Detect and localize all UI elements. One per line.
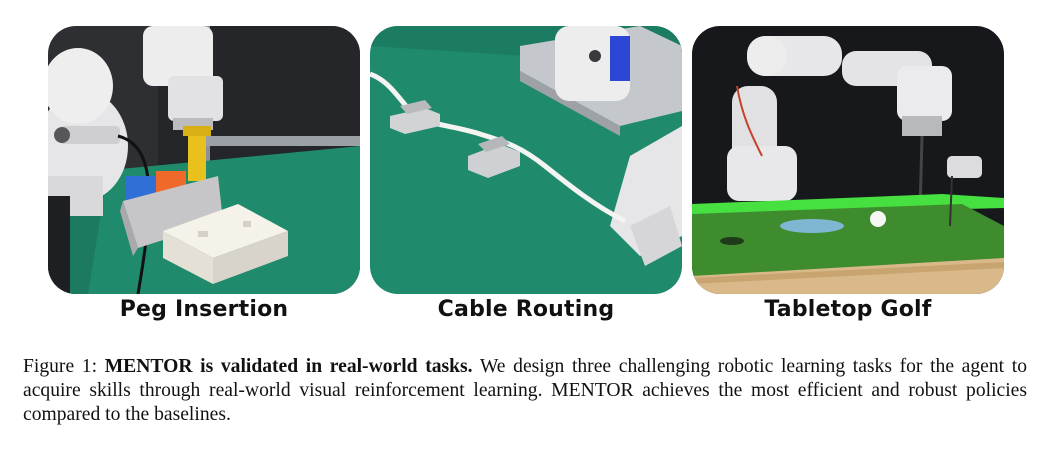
peg-insertion-scene [48, 26, 360, 294]
figure-images: Peg Insertion Cable Routing Tabletop Gol… [48, 26, 1004, 322]
panel-label-peg-insertion: Peg Insertion [119, 297, 289, 322]
caption-text: We design three challenging robotic lear… [23, 356, 1027, 425]
caption-bold: MENTOR is validated in real-world tasks. [104, 356, 473, 377]
panel-label-cable-routing: Cable Routing [437, 297, 615, 322]
caption-prefix: Figure 1: [23, 356, 105, 377]
figure-caption: Figure 1: MENTOR is validated in real-wo… [23, 355, 1027, 427]
cable-routing-photo [370, 26, 682, 294]
cable-routing-scene [370, 26, 682, 294]
peg-insertion-photo [48, 26, 360, 294]
tabletop-golf-photo [692, 26, 1004, 294]
tabletop-golf-scene [692, 26, 1004, 294]
panel-label-tabletop-golf: Tabletop Golf [764, 297, 932, 322]
